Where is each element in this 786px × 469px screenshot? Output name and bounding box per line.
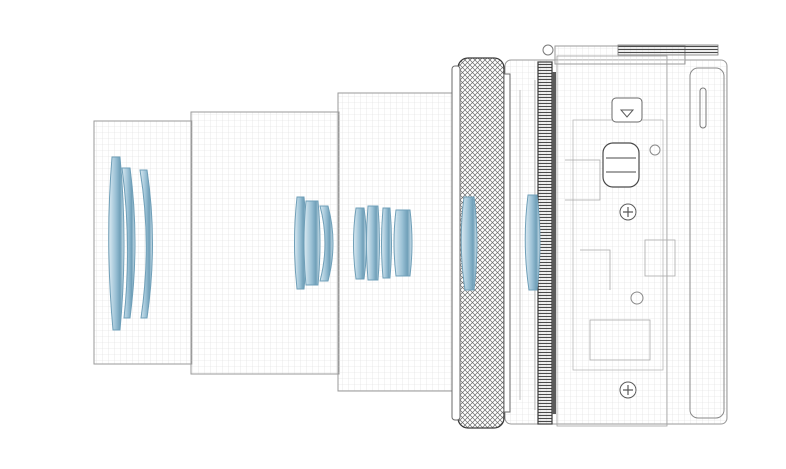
camera-body [504, 44, 728, 427]
middle-lens-group [294, 196, 413, 290]
front-lens-group [108, 156, 153, 331]
lens-mount-ring [537, 61, 556, 425]
rear-lens-group [460, 194, 541, 291]
control-ring [451, 57, 511, 429]
